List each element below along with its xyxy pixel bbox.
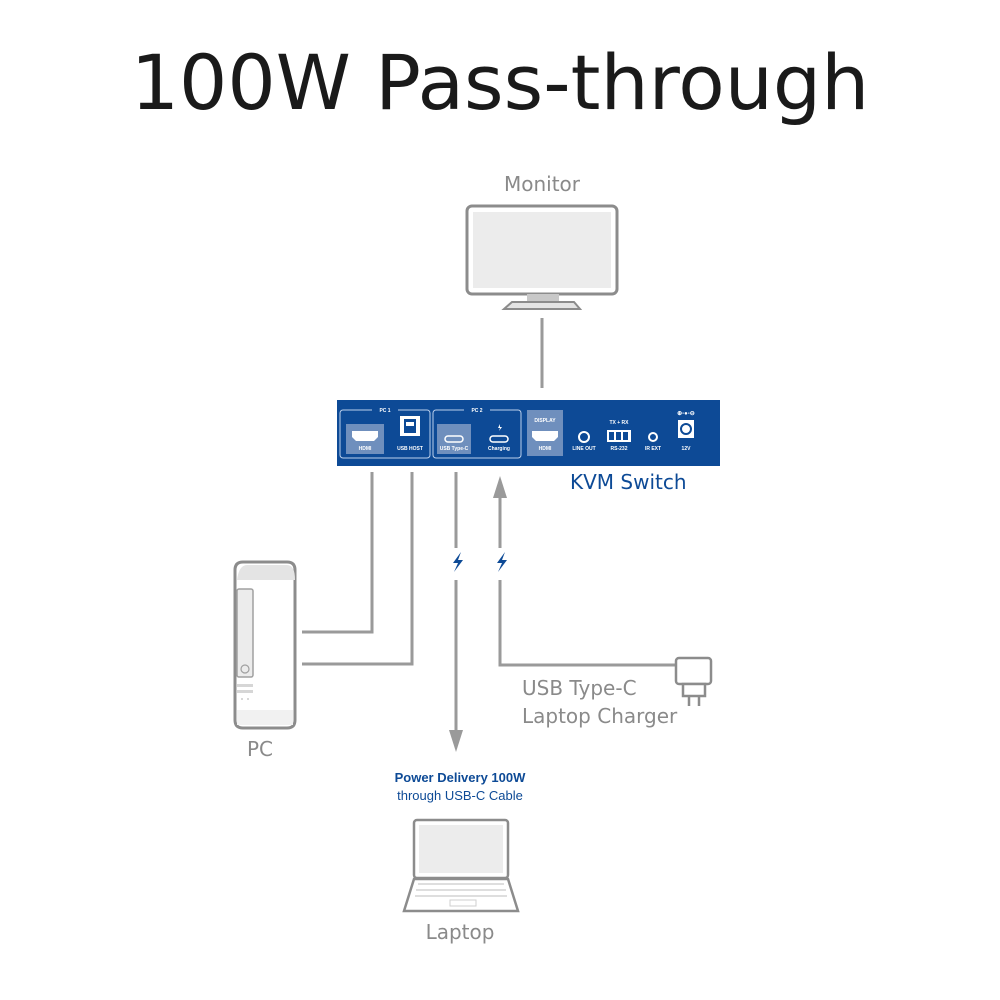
pc2-group-label: PC 2: [471, 408, 482, 414]
pc-label: PC: [246, 737, 274, 761]
svg-text:⊕-●-⊖: ⊕-●-⊖: [677, 411, 695, 417]
pc1-usb-cable: [302, 472, 414, 666]
svg-text:RS-232: RS-232: [611, 446, 628, 452]
laptop-label: Laptop: [425, 920, 495, 944]
pc1-hdmi-cable: [302, 472, 374, 634]
kvm-switch-label: KVM Switch: [570, 470, 687, 494]
charger-cable: [498, 580, 676, 667]
svg-text:HDMI: HDMI: [359, 446, 372, 452]
svg-text:DISPLAY: DISPLAY: [534, 418, 556, 424]
monitor-label: Monitor: [503, 172, 581, 196]
lightning-icon: [453, 552, 463, 572]
ir-ext-port: IR EXT: [645, 432, 661, 452]
charging-port: Charging: [488, 424, 510, 452]
charger-label-line2: Laptop Charger: [522, 704, 678, 728]
svg-text:HDMI: HDMI: [539, 446, 552, 452]
rs232-port: TX + RX RS-232: [607, 420, 631, 452]
svg-text:12V: 12V: [682, 446, 692, 452]
laptop-icon: [402, 818, 520, 913]
monitor-icon: [465, 204, 619, 310]
usb-host-port: USB HOST: [397, 416, 423, 452]
svg-text:Charging: Charging: [488, 446, 510, 452]
usb-type-c-port: [437, 424, 471, 454]
arrow-down-icon: [449, 730, 463, 752]
charger-label-line1: USB Type-C: [522, 676, 637, 700]
svg-text:IR EXT: IR EXT: [645, 446, 661, 452]
line-out-port: LINE OUT: [572, 431, 596, 452]
arrow-up-icon: [493, 476, 507, 498]
lightning-icon: [497, 552, 507, 572]
pc1-group-label: PC 1: [379, 408, 390, 414]
svg-text:LINE OUT: LINE OUT: [572, 446, 595, 452]
power-delivery-subtitle: through USB-C Cable: [397, 788, 523, 803]
power-delivery-title: Power Delivery 100W: [394, 770, 526, 785]
svg-text:TX + RX: TX + RX: [609, 420, 629, 426]
charger-plug-icon: [674, 656, 713, 706]
svg-text:USB Type-C: USB Type-C: [440, 446, 469, 452]
svg-text:USB HOST: USB HOST: [397, 446, 423, 452]
power-12v-port: ⊕-●-⊖ 12V: [677, 411, 695, 452]
pc-tower-icon: [233, 560, 297, 730]
page-title: 100W Pass-through: [130, 38, 870, 127]
kvm-switch-panel: PC 1 HDMI USB HOST PC 2 USB Type-C Charg…: [337, 400, 720, 466]
